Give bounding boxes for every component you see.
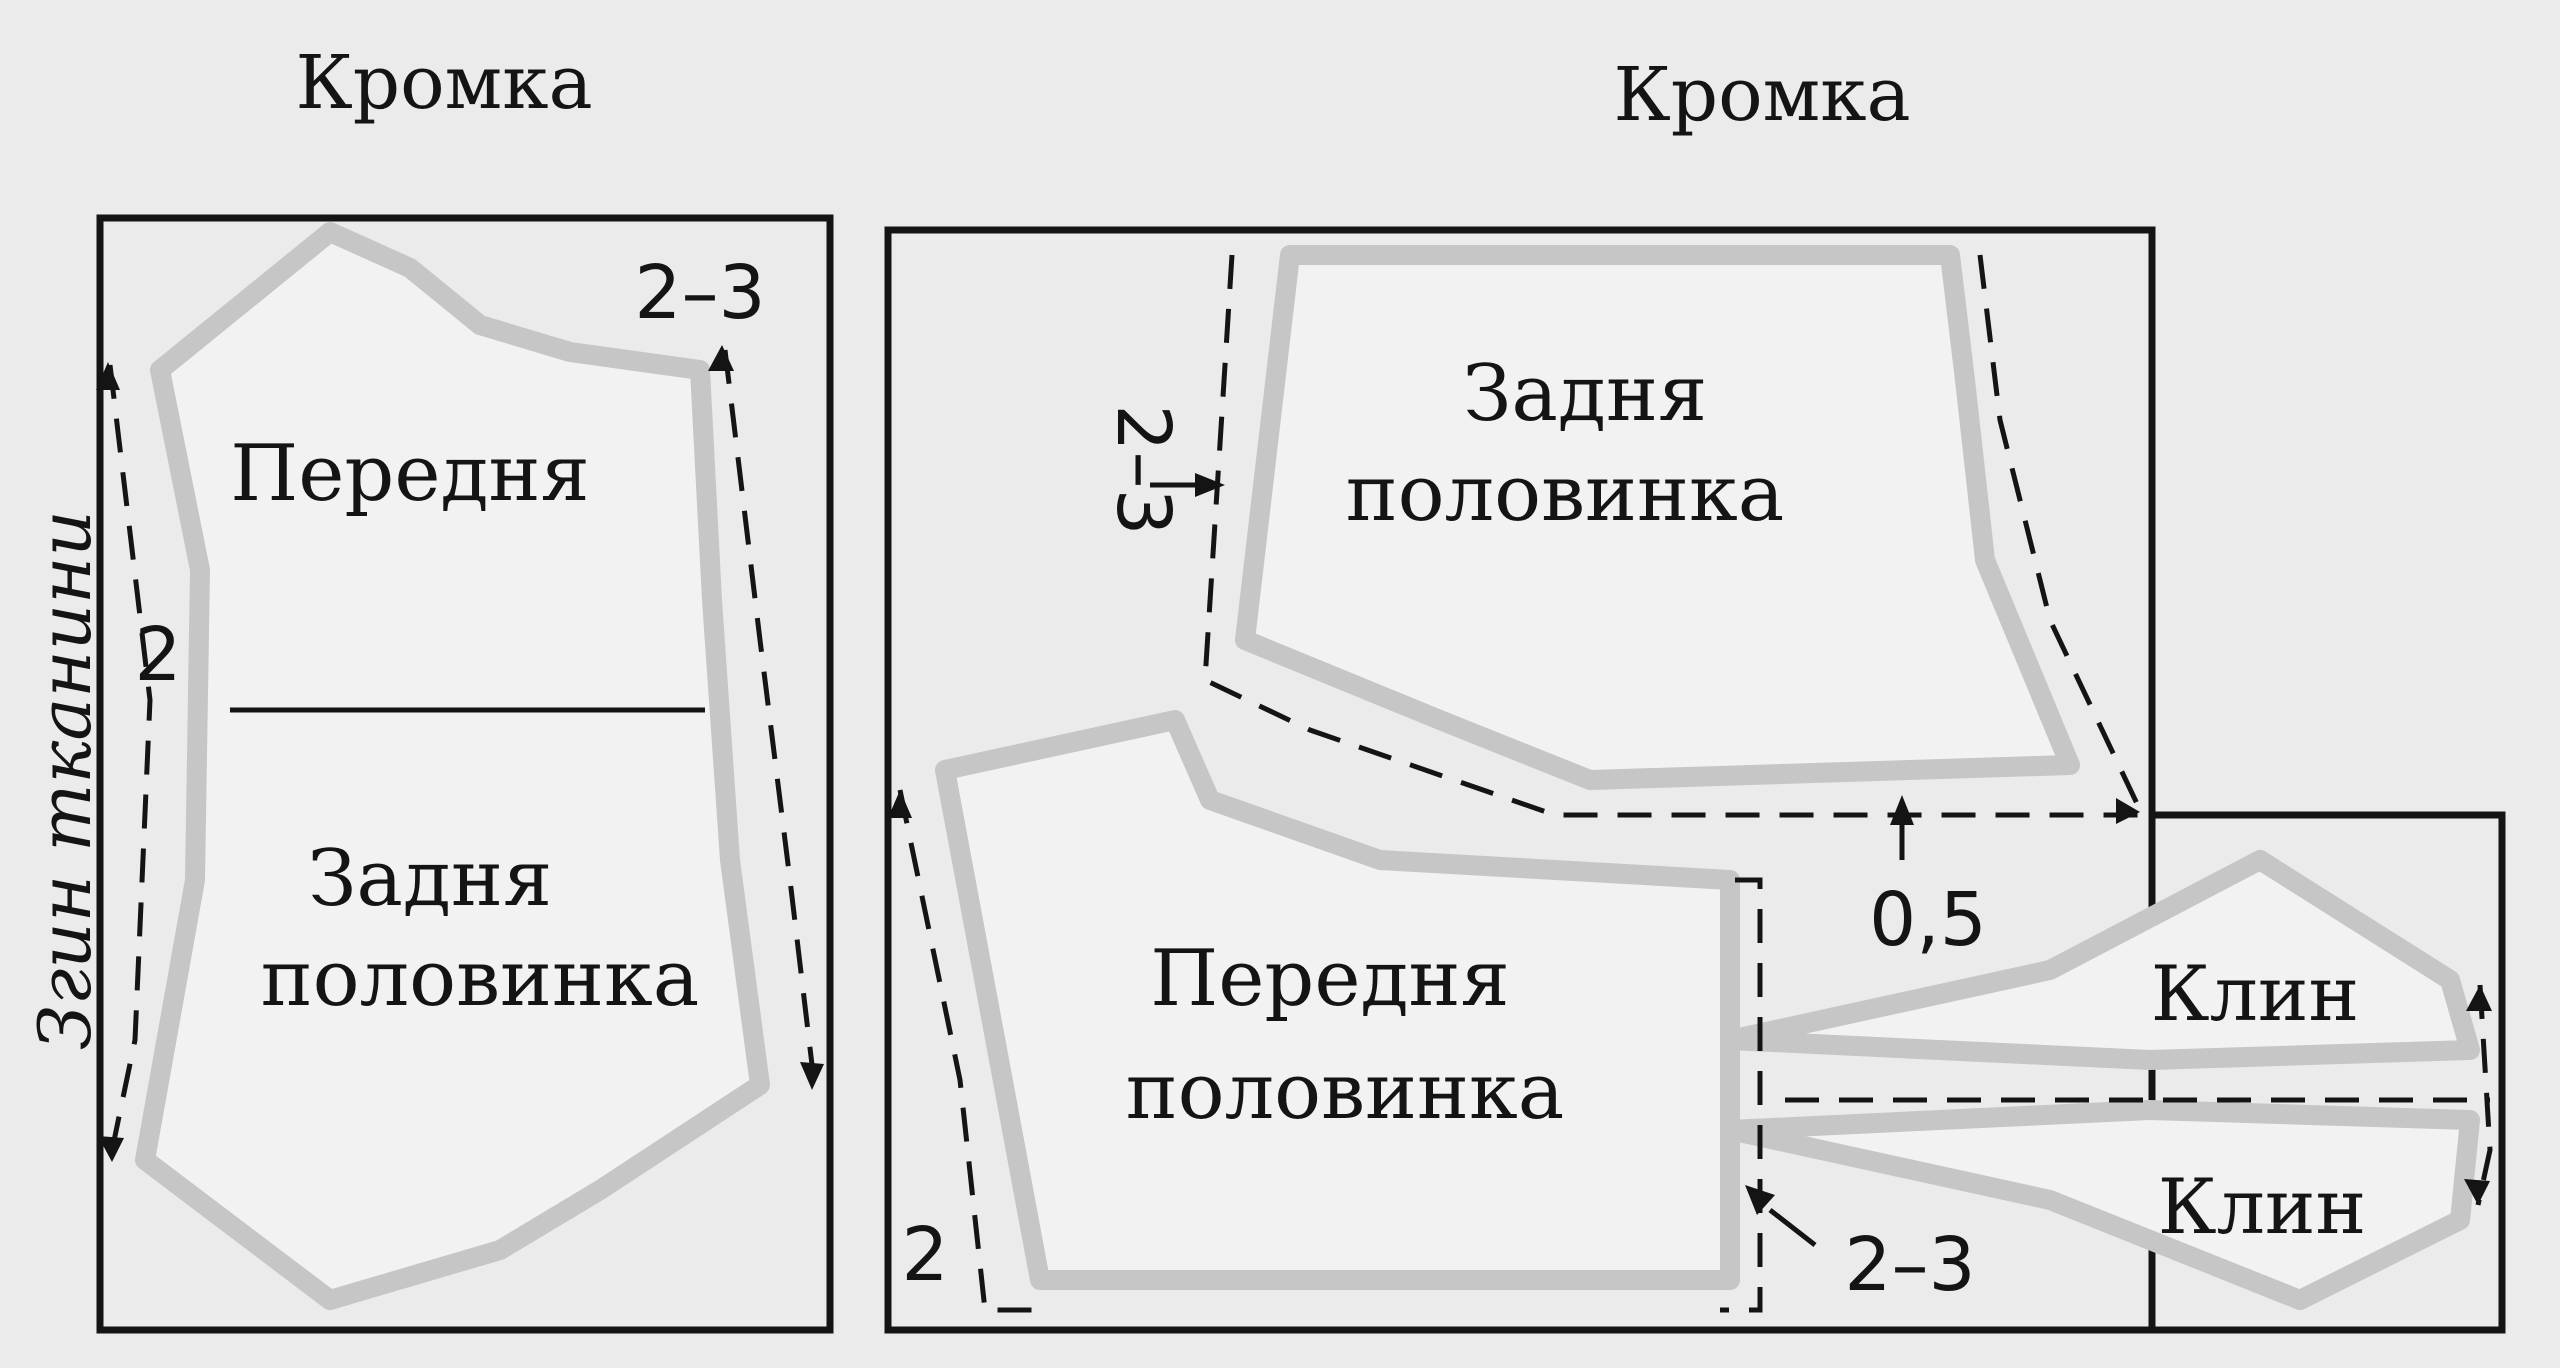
right-back-piece bbox=[1235, 245, 2080, 790]
right-wedge-right-cut bbox=[2475, 984, 2493, 1206]
left-layout: Кромка Передня Задня половинка 2 2–3 Зги… bbox=[23, 40, 834, 1334]
right-arrow-back-bottom bbox=[2116, 798, 2140, 824]
right-arrow-wedge-top bbox=[2466, 985, 2492, 1011]
right-wedge-top-label: Клин bbox=[2151, 949, 2359, 1038]
right-front-piece bbox=[935, 710, 1740, 1290]
right-front-cut-left bbox=[897, 789, 1040, 1313]
right-allowance-front-bottom: 2–3 bbox=[1844, 1222, 1975, 1308]
left-front-label: Передня bbox=[230, 429, 590, 519]
right-allowance-front-side: 2 bbox=[901, 1212, 948, 1298]
fold-label: Згин тканини bbox=[23, 510, 107, 1050]
left-allowance-side: 2 bbox=[134, 612, 181, 698]
right-arrow-gap bbox=[1890, 795, 1914, 825]
right-back-cut-right bbox=[1977, 254, 2143, 812]
right-layout: Кромка Задня половинка Передня bbox=[884, 52, 2506, 1334]
left-back-label-line2: половинка bbox=[261, 934, 700, 1024]
right-arrow-wedge-bottom bbox=[2464, 1179, 2490, 1205]
left-arrow-top-right bbox=[708, 345, 734, 371]
right-wedge-top bbox=[1720, 850, 2480, 1070]
left-cutting-line bbox=[107, 364, 153, 1161]
left-bodice-piece bbox=[135, 222, 770, 1310]
left-fabric-frame bbox=[96, 214, 834, 1334]
left-arrow-right bbox=[800, 1062, 824, 1090]
right-wedge-bottom-label: Клин bbox=[2158, 1162, 2366, 1251]
right-back-label-line1: Задня bbox=[1463, 349, 1707, 439]
left-back-label-line1: Задня bbox=[308, 834, 552, 924]
right-arrow-top-left bbox=[888, 790, 912, 818]
right-fabric-frame bbox=[884, 226, 2506, 1334]
right-arrow-back-allowance bbox=[1195, 473, 1225, 497]
right-front-label-line2: половинка bbox=[1126, 1047, 1565, 1137]
left-allowance-top: 2–3 bbox=[634, 250, 765, 336]
right-back-label-line2: половинка bbox=[1346, 449, 1785, 539]
right-front-cut-right bbox=[1720, 877, 1763, 1313]
right-wedge-bottom bbox=[1720, 1100, 2480, 1310]
right-arrow-front-bottom-stem bbox=[1768, 1208, 1817, 1247]
right-allowance-gap: 0,5 bbox=[1869, 877, 1987, 963]
right-back-cut-line bbox=[1202, 254, 2150, 818]
right-front-label-line1: Передня bbox=[1150, 934, 1510, 1024]
right-edge-label: Кромка bbox=[1613, 52, 1910, 138]
left-arrow-bottom bbox=[98, 1136, 124, 1162]
right-arrow-front-bottom bbox=[1745, 1185, 1775, 1215]
left-arrow-top bbox=[96, 362, 120, 390]
left-edge-label: Кромка bbox=[295, 40, 592, 126]
right-allowance-back: 2–3 bbox=[1100, 404, 1186, 535]
